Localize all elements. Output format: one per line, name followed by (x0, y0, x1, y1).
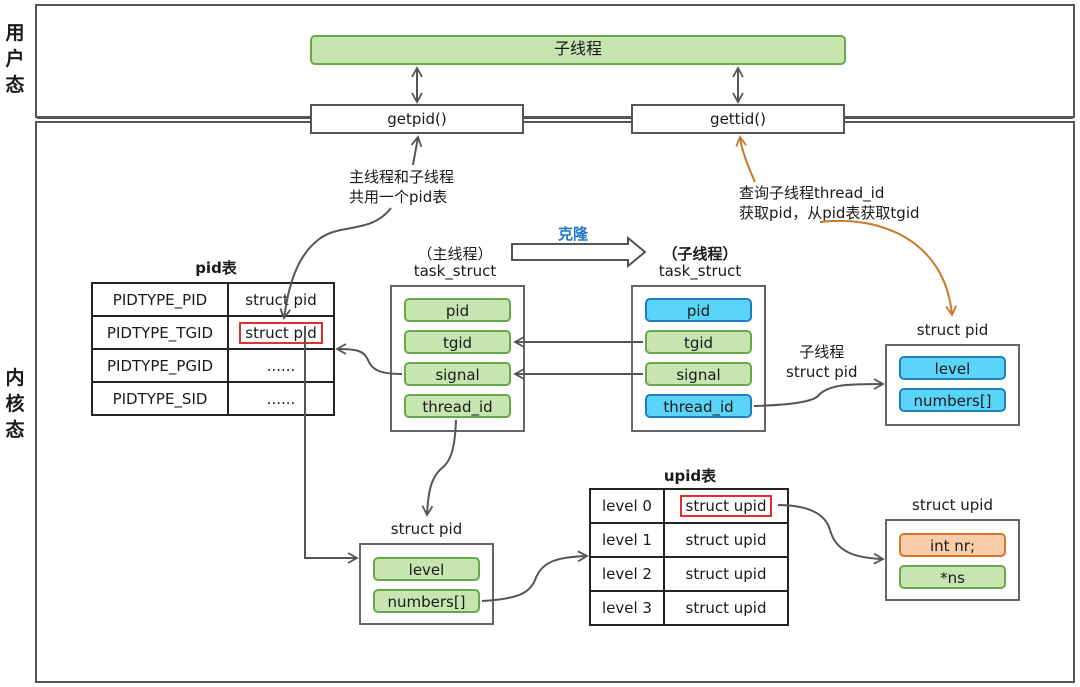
main-signal-to-pidtable (335, 343, 403, 375)
child-note-line-2: struct pid (786, 363, 858, 381)
getpid-label: getpid() (387, 110, 447, 128)
main-threadid-to-main-pid (421, 419, 457, 517)
shared-note-line-2: 共用一个pid表 (349, 188, 448, 206)
child-struct-pid-title: struct pid (916, 321, 989, 339)
child-pid-field-numbers: numbers[] (899, 388, 1006, 412)
note-to-getpid-arrow (410, 135, 423, 166)
main-field-signal: signal (404, 362, 511, 386)
child-task-struct: pid tgid signal thread_id (631, 285, 766, 432)
pid-value-cell: ...... (227, 348, 335, 383)
upid-level-cell: level 3 (589, 590, 665, 626)
main-field-thread-id: thread_id (404, 394, 511, 418)
upid-table-title: upid表 (663, 467, 717, 485)
main-task-struct: pid tgid signal thread_id (390, 285, 525, 432)
kernel-space-text: 内核态 (5, 367, 25, 441)
pid-table-title: pid表 (195, 259, 237, 277)
upid-value-cell: struct upid (663, 590, 789, 626)
getpid-box: getpid() (310, 104, 524, 134)
upid-field-ns: *ns (899, 565, 1006, 589)
table-row: level 3 struct upid (589, 590, 789, 626)
clone-label: 克隆 (558, 225, 589, 243)
main-task-caption: （主线程） (417, 245, 493, 263)
user-space-text: 用户态 (5, 22, 25, 96)
upid-value-cell: struct upid (663, 556, 789, 592)
user-space-label: 用户态 (4, 20, 26, 98)
gettid-box: gettid() (631, 104, 845, 134)
gettid-note-line-1: 查询子线程thread_id (739, 184, 885, 202)
gettid-note-to-child-pid-arrow (819, 219, 957, 317)
pid-table: PIDTYPE_PID struct pid PIDTYPE_TGID stru… (91, 282, 335, 416)
kernel-space-label: 内核态 (4, 365, 26, 443)
upid-field-nr: int nr; (899, 533, 1006, 557)
upid-value-cell: struct upid (663, 522, 789, 558)
gettid-label: gettid() (710, 110, 766, 128)
shared-note-line-1: 主线程和子线程 (349, 168, 455, 186)
main-struct-pid-title: struct pid (390, 520, 463, 538)
main-pid-field-level: level (373, 557, 480, 581)
struct-upid-title: struct upid (912, 496, 993, 514)
pid-type-cell: PIDTYPE_PGID (91, 348, 229, 383)
upid-value-cell-highlighted: struct upid (663, 488, 789, 524)
main-field-pid: pid (404, 298, 511, 322)
pid-value-cell: ...... (227, 381, 335, 416)
child-note-line-1: 子线程 (799, 343, 845, 361)
level0-upid-highlight: struct upid (679, 495, 773, 517)
shared-pid-table-note: 主线程和子线程 共用一个pid表 (349, 167, 454, 207)
main-struct-pid: level numbers[] (359, 543, 494, 625)
pid-type-cell: PIDTYPE_SID (91, 381, 229, 416)
child-thread-bar: 子线程 (310, 35, 846, 65)
tgid-struct-pid-highlight: struct pid (239, 321, 323, 344)
table-row: level 0 struct upid (589, 488, 789, 524)
table-row: PIDTYPE_PGID ...... (91, 348, 335, 383)
gettid-note-to-gettid-arrow (735, 135, 756, 183)
table-row: level 2 struct upid (589, 556, 789, 592)
child-pid-field-level: level (899, 356, 1006, 380)
clone-arrow (511, 235, 647, 269)
struct-upid: int nr; *ns (885, 519, 1020, 601)
main-pid-field-numbers: numbers[] (373, 589, 480, 613)
pid-type-cell: PIDTYPE_TGID (91, 315, 229, 350)
numbers-to-upid-table (481, 550, 589, 602)
upid-level-cell: level 0 (589, 488, 665, 524)
child-field-pid: pid (645, 298, 752, 322)
gettid-flow-note: 查询子线程thread_id 获取pid，从pid表获取tgid (739, 183, 920, 223)
note-to-pidtable-arrow (279, 207, 392, 320)
table-row: level 1 struct upid (589, 522, 789, 558)
upid-table: level 0 struct upid level 1 struct upid … (589, 488, 789, 626)
main-task-name: task_struct (413, 262, 497, 280)
upid-level-cell: level 2 (589, 556, 665, 592)
pid-type-cell: PIDTYPE_PID (91, 282, 229, 317)
upid-to-struct-upid (777, 504, 885, 565)
main-field-tgid: tgid (404, 330, 511, 354)
table-row: PIDTYPE_PID struct pid (91, 282, 335, 317)
child-field-signal: signal (645, 362, 752, 386)
table-row: PIDTYPE_SID ...... (91, 381, 335, 416)
upid-level-cell: level 1 (589, 522, 665, 558)
child-threadid-to-child-pid (753, 378, 885, 407)
tgid-to-main-pid (304, 326, 359, 564)
child-struct-pid-note: 子线程 struct pid (786, 342, 857, 382)
child-struct-pid: level numbers[] (885, 344, 1020, 426)
child-field-thread-id: thread_id (645, 394, 752, 418)
child-task-caption: （子线程） (662, 245, 738, 263)
child-task-name: task_struct (658, 262, 742, 280)
child-thread-label: 子线程 (553, 39, 602, 58)
child-field-tgid: tgid (645, 330, 752, 354)
gettid-note-line-2: 获取pid，从pid表获取tgid (739, 204, 920, 222)
